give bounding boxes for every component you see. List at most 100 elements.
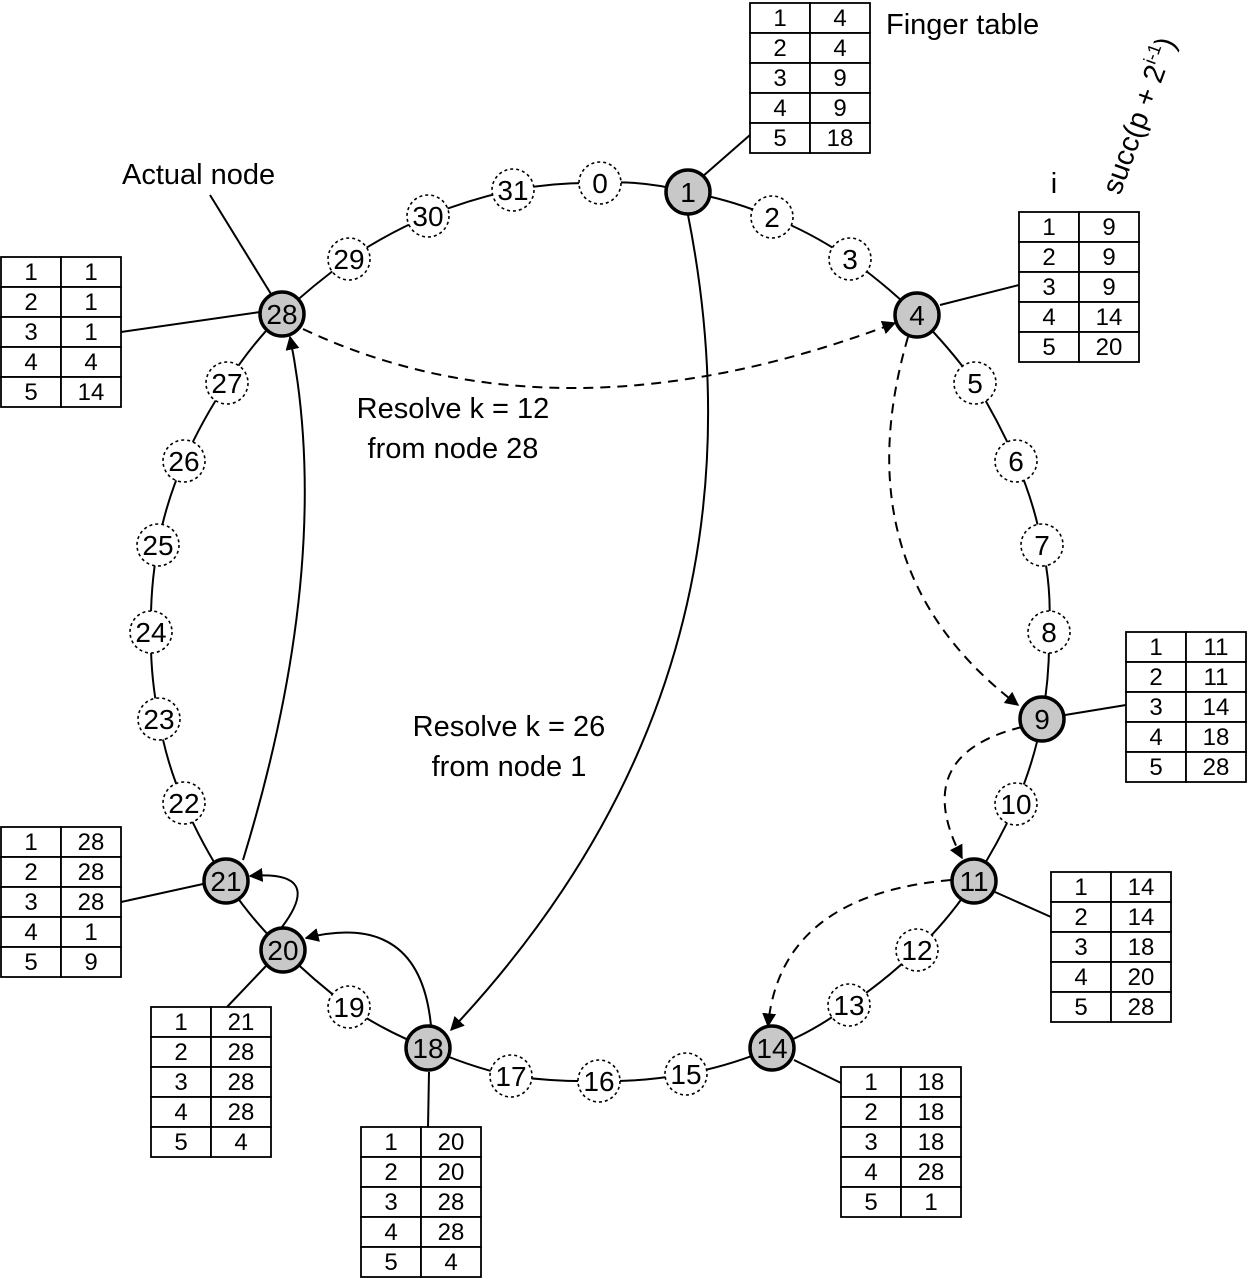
finger-successor: 1	[924, 1189, 937, 1216]
ring-slot-23: 23	[137, 697, 181, 741]
finger-index: 4	[1042, 304, 1055, 331]
finger-index: 1	[773, 5, 786, 32]
finger-index: 3	[1042, 274, 1055, 301]
finger-successor: 14	[1203, 694, 1230, 721]
column-i-label: i	[1051, 168, 1057, 200]
ring-slot-22: 22	[162, 781, 206, 825]
table-cell-border	[1078, 271, 1140, 303]
resolve-k12-line2: from node 28	[368, 433, 539, 465]
resolve-k26-line2: from node 1	[432, 751, 587, 783]
table-cell-border	[900, 1156, 962, 1188]
finger-index: 1	[24, 259, 37, 286]
finger-index: 2	[1042, 244, 1055, 271]
ring-slot-8: 8	[1027, 610, 1071, 654]
finger-index: 5	[1149, 754, 1162, 781]
slot-label: 29	[333, 244, 364, 275]
table-cell-border	[840, 1126, 902, 1158]
finger-index: 3	[24, 319, 37, 346]
finger-index: 2	[24, 859, 37, 886]
node-9: 9	[1018, 695, 1066, 743]
table-cell-border	[749, 62, 811, 94]
slot-label: 13	[833, 990, 864, 1021]
finger-index: 2	[24, 289, 37, 316]
finger-successor: 9	[833, 95, 846, 122]
table-cell-border	[60, 376, 122, 408]
table-cell-border	[60, 286, 122, 318]
table-cell-border	[809, 2, 871, 34]
slot-label: 0	[592, 168, 608, 199]
slot-label: 2	[764, 202, 780, 233]
connector-node-14	[793, 1059, 842, 1084]
table-cell-border	[1050, 991, 1112, 1023]
resolve-k26-line1: Resolve k = 26	[413, 711, 606, 743]
table-cell-border	[60, 316, 122, 348]
finger-successor: 1	[84, 919, 97, 946]
finger-successor: 11	[1204, 664, 1229, 691]
finger-index: 5	[24, 379, 37, 406]
slot-label: 7	[1034, 530, 1050, 561]
finger-successor: 20	[438, 1159, 465, 1186]
node-label: 9	[1034, 704, 1050, 735]
finger-index: 4	[384, 1219, 397, 1246]
finger-index: 4	[174, 1099, 187, 1126]
table-cell-border	[210, 1036, 272, 1068]
finger-successor: 28	[228, 1039, 255, 1066]
succ-prefix: succ(p + 2	[1097, 61, 1173, 198]
ring-slot-19: 19	[327, 985, 371, 1029]
table-cell-border	[210, 1006, 272, 1038]
finger-successor: 18	[1128, 934, 1155, 961]
lookup-k12-hop-28-to-4	[302, 320, 897, 389]
finger-index: 1	[1149, 634, 1162, 661]
table-cell-border	[360, 1126, 422, 1158]
table-cell-border	[900, 1186, 962, 1218]
lookup-arrows	[242, 214, 1023, 1032]
ring-slot-25: 25	[136, 523, 180, 567]
finger-successor: 1	[84, 319, 97, 346]
slot-label: 23	[143, 704, 174, 735]
connector-node-21	[120, 883, 204, 903]
finger-successor: 28	[78, 889, 105, 916]
table-cell-border	[1125, 721, 1187, 753]
table-cell-border	[420, 1126, 482, 1158]
table-cell-border	[1110, 961, 1172, 993]
finger-index: 5	[24, 949, 37, 976]
finger-index: 1	[174, 1009, 187, 1036]
connector-node-1	[701, 134, 751, 178]
ring-slot-5: 5	[953, 361, 997, 405]
finger-index: 3	[384, 1189, 397, 1216]
finger-index: 4	[24, 919, 37, 946]
finger-successor: 4	[444, 1249, 457, 1276]
node-14: 14	[748, 1024, 796, 1072]
finger-successor: 28	[438, 1219, 465, 1246]
node-20: 20	[259, 926, 307, 974]
finger-successor: 18	[918, 1069, 945, 1096]
node-28: 28	[258, 290, 306, 338]
table-cell-border	[0, 376, 62, 408]
ring-slot-26: 26	[162, 439, 206, 483]
finger-index: 3	[24, 889, 37, 916]
ring-slot-2: 2	[750, 195, 794, 239]
table-cell-border	[210, 1096, 272, 1128]
finger-index: 1	[1042, 214, 1055, 241]
ring-slot-15: 15	[664, 1052, 708, 1096]
finger-index: 5	[864, 1189, 877, 1216]
finger-index: 4	[24, 349, 37, 376]
table-connectors	[120, 134, 1127, 1129]
finger-index: 2	[384, 1159, 397, 1186]
table-cell-border	[60, 916, 122, 948]
connector-node-28	[120, 311, 261, 333]
table-cell-border	[360, 1186, 422, 1218]
ring-slot-16: 16	[577, 1059, 621, 1103]
finger-index: 2	[1074, 904, 1087, 931]
table-cell-border	[1050, 871, 1112, 903]
table-cell-border	[360, 1216, 422, 1248]
ring-slot-17: 17	[489, 1054, 533, 1098]
node-21: 21	[202, 857, 250, 905]
finger-index: 1	[384, 1129, 397, 1156]
